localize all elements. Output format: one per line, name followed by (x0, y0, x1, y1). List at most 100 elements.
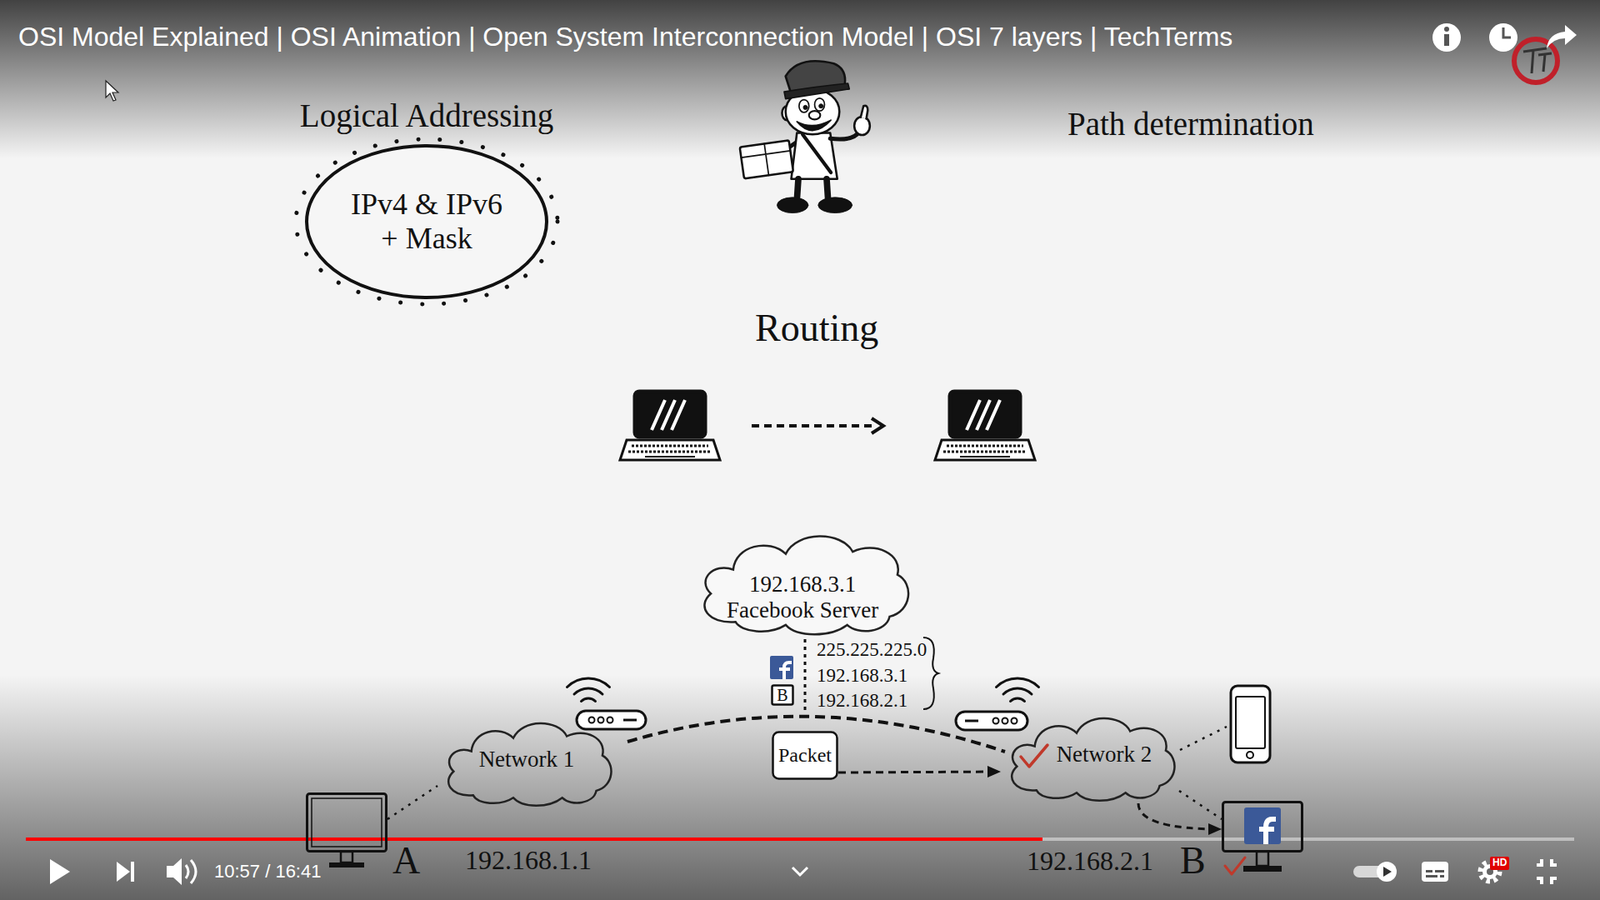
server-cloud: 192.168.3.1Facebook Server (690, 522, 915, 638)
player-top-icons (1489, 23, 1518, 52)
player-controls (25, 837, 1575, 885)
check-mark (1020, 745, 1048, 767)
mailman-cartoon (818, 197, 853, 214)
arrow-head (1208, 823, 1222, 835)
router-icon (576, 710, 646, 730)
player-controls (185, 860, 196, 884)
laptop-icon (635, 391, 705, 437)
router-icon (993, 718, 1000, 725)
mailman-cartoon (796, 179, 828, 201)
ip-address: 192.168.2.1 (1026, 845, 1154, 877)
network-name: Network 2 (1056, 741, 1153, 768)
facebook-icon (770, 655, 794, 680)
player-controls (166, 858, 182, 885)
player-controls (1383, 866, 1392, 877)
player-top-icons (1432, 23, 1461, 52)
cloud-outline (704, 536, 909, 635)
player-controls (1421, 861, 1449, 882)
router-icon (955, 711, 1028, 730)
node-body (1221, 800, 1304, 878)
wifi-signal (1010, 698, 1025, 702)
wifi-signal (574, 688, 603, 695)
facebook-icon (1259, 819, 1276, 845)
header-field: 192.168.3.1 (816, 665, 908, 687)
player-controls (25, 837, 1043, 841)
router-icon (1011, 718, 1018, 725)
node-body: Network 1 (437, 711, 616, 809)
packet-label: Packet (778, 744, 832, 768)
player-controls (1425, 870, 1433, 873)
cloud-outline (1011, 718, 1175, 801)
network-name: Network 1 (479, 746, 575, 773)
node-body: Packet (771, 730, 839, 780)
packet-box: Packet (771, 730, 839, 780)
icon-letter: B (776, 685, 788, 705)
node-body: B (770, 684, 795, 706)
monitor-bezel (311, 798, 382, 847)
router-icon (598, 717, 605, 724)
video-title: OSI Model Explained | OSI Animation | Op… (18, 21, 1233, 53)
connector (387, 785, 438, 820)
player-controls (116, 861, 130, 882)
router-icon (576, 710, 646, 730)
header-field: 225.225.225.0 (816, 639, 927, 661)
node-body: IPv4 & IPv6 + Mask (293, 136, 560, 307)
mailman-cartoon (777, 197, 809, 214)
mailman-cartoon (803, 105, 808, 110)
mailman-cartoon (815, 98, 825, 111)
wifi-signal (1003, 688, 1032, 695)
player-top-icons (1444, 34, 1450, 46)
server-name: Facebook Server (726, 597, 879, 624)
router-icon (607, 717, 614, 724)
phone-icon (1246, 751, 1254, 759)
player-controls (1376, 861, 1397, 882)
time-display: 10:57 / 16:41 (214, 860, 321, 882)
player-top-icons (1503, 27, 1511, 38)
monitor-stand (1256, 851, 1269, 866)
wifi-signal (996, 678, 1040, 702)
icon-box: B (770, 684, 795, 706)
node-body: Network 2 (1000, 706, 1180, 804)
ellipse-text: IPv4 & IPv6 + Mask (345, 187, 509, 257)
mailman-cartoon (860, 105, 869, 120)
mailman-cartoon (796, 120, 831, 130)
player-top-icons (1546, 25, 1577, 49)
connector-line (387, 785, 438, 820)
box-outline (772, 685, 794, 705)
player-controls (1440, 875, 1445, 878)
computer-icon: B (1221, 800, 1304, 878)
mailman-cartoon (819, 104, 824, 109)
player-controls (130, 861, 135, 882)
hd-badge: HD (1490, 856, 1510, 870)
section-heading: Routing (755, 306, 879, 351)
wifi-signal (567, 678, 610, 702)
player-top-icons (1432, 23, 1577, 83)
connector-line (1179, 790, 1222, 820)
mailman-cartoon (740, 140, 794, 179)
section-heading: Path determination (1067, 105, 1315, 144)
player-controls (1425, 875, 1438, 878)
facebook-icon (770, 655, 794, 680)
mailman-cartoon (802, 134, 831, 173)
addressing-ellipse: IPv4 & IPv6 + MaskLogical Addressing (293, 136, 560, 307)
dotted-ring (295, 139, 558, 305)
laptop-icon (935, 440, 1035, 460)
routing-arrow (751, 424, 875, 428)
ellipse-outline (306, 145, 547, 298)
laptop-icon (620, 391, 720, 460)
host-letter: A (392, 841, 420, 880)
connector-line (838, 771, 1001, 773)
monitor-screen (307, 794, 387, 852)
network-link (1180, 726, 1227, 750)
phone-icon (1235, 696, 1265, 749)
arrow-head (987, 765, 1001, 778)
header-field: 192.168.2.1 (816, 690, 908, 712)
laptop-icon (620, 440, 720, 460)
cloud-outline (448, 723, 611, 806)
player-controls (50, 859, 70, 885)
connector (838, 765, 1001, 778)
wifi-signal (567, 678, 610, 688)
facebook-icon (779, 662, 792, 680)
ip-address: 192.168.1.1 (465, 845, 592, 876)
